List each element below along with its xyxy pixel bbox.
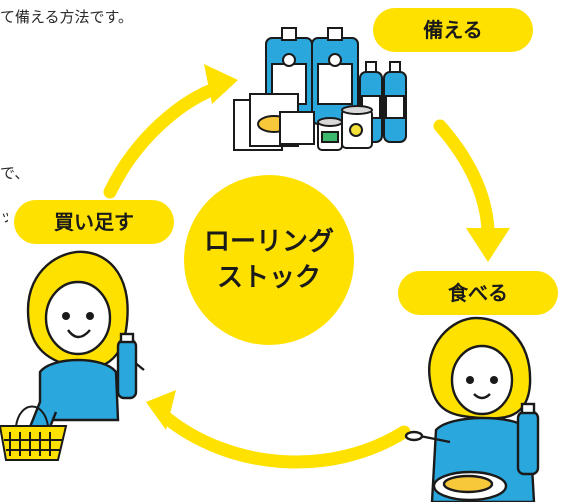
rolling-stock-circle: ローリング ストック <box>184 175 354 345</box>
center-title-line-2: ストック <box>216 263 321 293</box>
intro-text-line-1: て備える方法です。 <box>0 8 134 26</box>
intro-text-line-3: ッ <box>0 207 8 225</box>
intro-text-line-2: で、 <box>0 164 30 182</box>
canned-food-icon <box>317 105 373 151</box>
cycle-arrow-icon <box>157 409 411 469</box>
step-label-prepare: 備える <box>373 8 533 52</box>
retort-curry-icon <box>233 93 315 151</box>
cycle-arrow-icon <box>103 79 229 199</box>
step-label-rebuy: 買い足す <box>14 200 174 244</box>
step-label-eat: 食べる <box>398 271 558 315</box>
shopping-basket-icon <box>0 405 68 461</box>
center-title-line-1: ローリング <box>203 227 334 257</box>
